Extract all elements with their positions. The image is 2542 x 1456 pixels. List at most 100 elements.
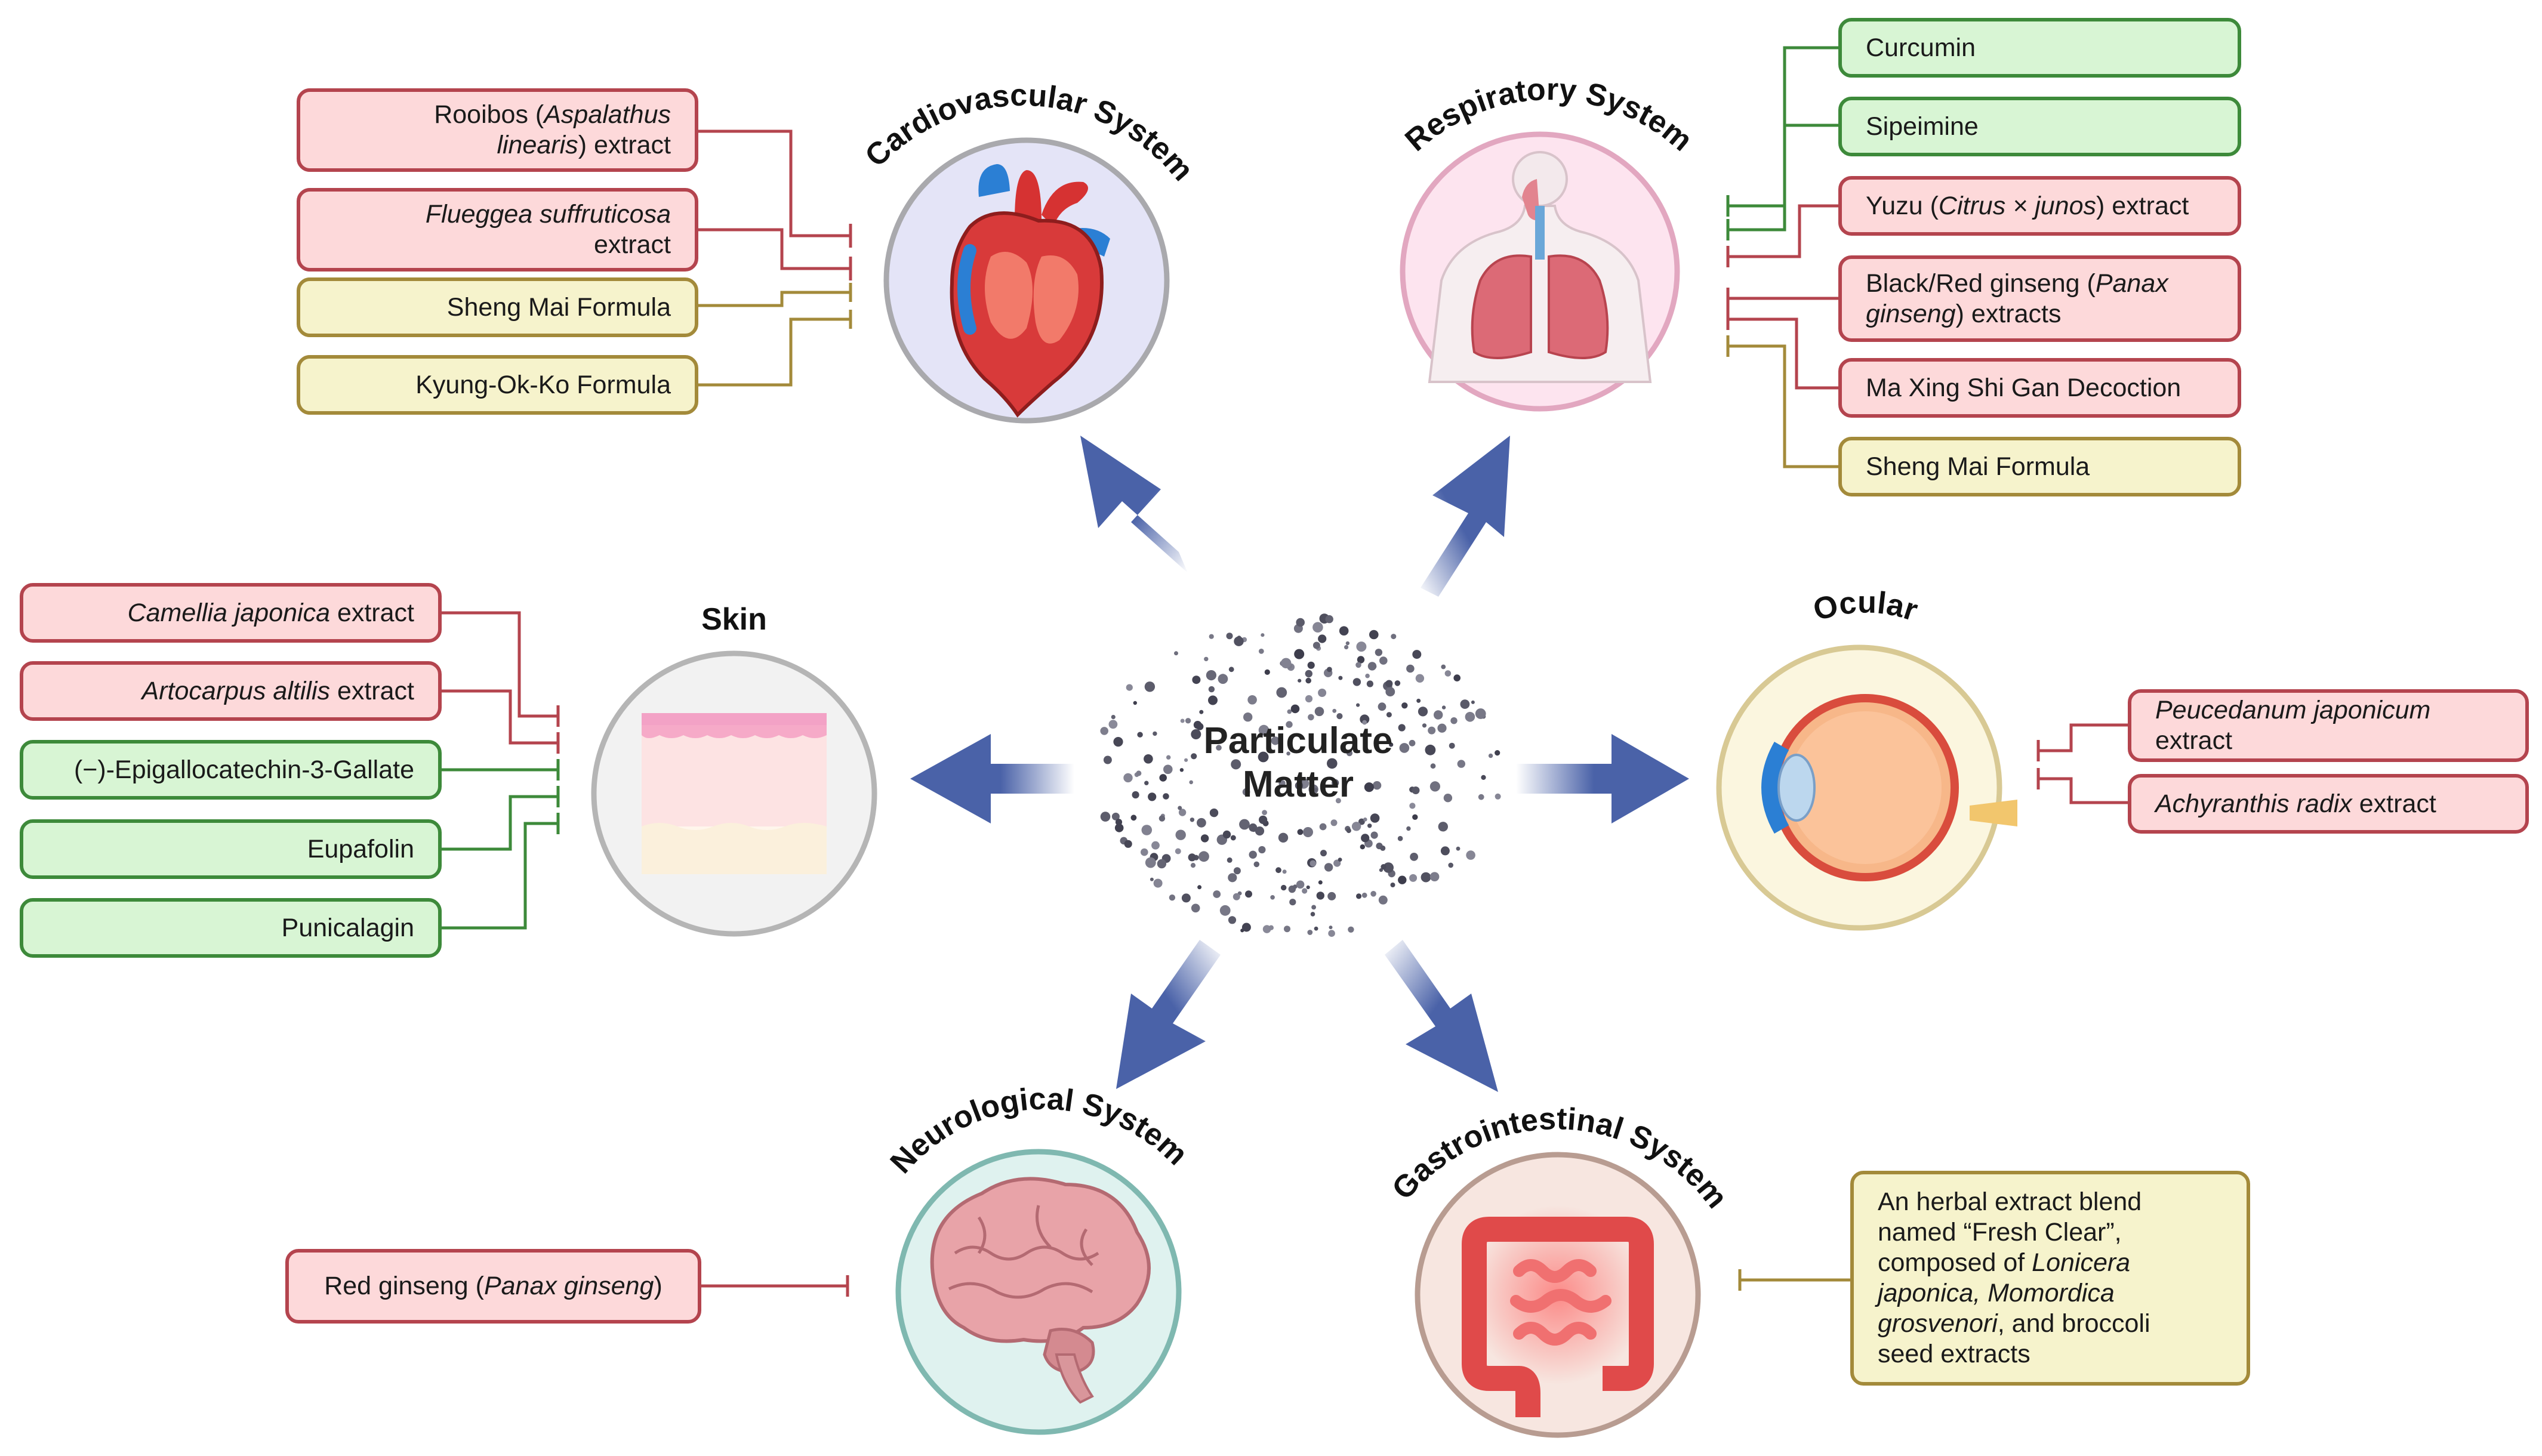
particle-dot xyxy=(1108,720,1118,729)
particle-dot xyxy=(1345,641,1350,646)
particle-dot xyxy=(1318,689,1327,697)
particle-dot xyxy=(1305,677,1311,684)
particle-dot xyxy=(1295,781,1304,790)
particle-dot xyxy=(1153,731,1157,736)
ocular-connectors xyxy=(2036,723,2128,804)
particle-dot xyxy=(1181,893,1191,903)
ocular-label: Ocular xyxy=(1810,585,1922,628)
particle-dot xyxy=(1363,818,1367,822)
particle-dot xyxy=(1330,819,1338,826)
particle-dot xyxy=(1230,835,1236,841)
particle-dot xyxy=(1422,723,1427,728)
particle-dot xyxy=(1478,794,1484,800)
particle-dot xyxy=(1198,851,1209,862)
particle-dot xyxy=(1367,662,1377,671)
particle-dot xyxy=(1351,822,1361,831)
particle-dot xyxy=(1421,872,1431,883)
particle-dot xyxy=(1275,867,1281,874)
brain-icon xyxy=(930,1177,1151,1404)
particle-dot xyxy=(1495,750,1500,756)
particle-dot xyxy=(1258,846,1266,854)
resp-item-ma-xing: Ma Xing Shi Gan Decoction xyxy=(1838,358,2241,418)
particle-dot xyxy=(1412,786,1420,794)
particle-dot xyxy=(1429,872,1440,881)
neuro-item-red-ginseng: Red ginseng (Panax ginseng) xyxy=(285,1249,701,1324)
particle-dot xyxy=(1297,829,1304,835)
particle-dot xyxy=(1406,826,1411,831)
particle-dot xyxy=(1385,687,1395,697)
particle-dot xyxy=(1192,675,1201,684)
particle-dot xyxy=(1191,753,1197,760)
particle-dot xyxy=(1409,874,1418,882)
particle-dot xyxy=(1434,710,1443,720)
particle-dot xyxy=(1137,732,1143,738)
gi-item-fresh-clear: An herbal extract blend named “Fresh Cle… xyxy=(1850,1171,2250,1386)
particle-cloud xyxy=(1100,613,1501,937)
particle-dot xyxy=(1329,926,1333,930)
particle-dot xyxy=(1111,812,1120,820)
particle-dot xyxy=(1268,925,1274,930)
heart-icon xyxy=(950,164,1110,418)
particle-dot xyxy=(1385,680,1393,687)
particle-dot xyxy=(1298,678,1302,683)
particle-dot xyxy=(1335,798,1341,804)
particle-dot xyxy=(1296,618,1305,627)
skin-item-artocarpus: Artocarpus altilis extract xyxy=(20,661,442,721)
particle-dot xyxy=(1312,641,1320,649)
particle-dot xyxy=(1157,859,1167,869)
particle-dot xyxy=(1281,658,1292,669)
particle-dot xyxy=(1228,916,1237,924)
particle-dot xyxy=(1441,705,1446,710)
particle-dot xyxy=(1303,827,1313,837)
particle-dot xyxy=(1378,895,1388,905)
particle-dot xyxy=(1429,781,1440,792)
cardio-item-kyung-ok-ko: Kyung-Ok-Ko Formula xyxy=(297,355,698,415)
particle-dot xyxy=(1460,699,1470,709)
particle-dot xyxy=(1430,763,1436,769)
particle-dot xyxy=(1249,850,1257,859)
particle-dot xyxy=(1281,884,1287,891)
particle-dot xyxy=(1339,626,1349,636)
particle-dot xyxy=(1216,745,1222,751)
particle-dot xyxy=(1188,853,1196,862)
arrow-to-respiratory xyxy=(1421,436,1510,597)
particle-dot xyxy=(1360,844,1365,850)
particle-dot xyxy=(1126,684,1133,691)
particle-dot xyxy=(1233,893,1240,900)
particle-dot xyxy=(1444,670,1452,677)
particle-dot xyxy=(1380,845,1386,851)
particle-dot xyxy=(1361,834,1370,843)
particle-dot xyxy=(1302,888,1308,894)
particle-dot xyxy=(1475,708,1486,719)
particle-dot xyxy=(1141,848,1148,856)
particle-dot xyxy=(1308,784,1318,794)
particle-dot xyxy=(1381,864,1386,870)
particle-dot xyxy=(1370,813,1380,823)
arrow-to-ocular xyxy=(1516,734,1689,823)
particle-dot xyxy=(1199,710,1204,714)
particle-dot xyxy=(1367,823,1372,828)
resp-item-sheng-mai: Sheng Mai Formula xyxy=(1838,437,2241,496)
particle-dot xyxy=(1399,743,1410,753)
particle-dot xyxy=(1141,825,1153,835)
particle-dot xyxy=(1158,815,1166,822)
particle-dot xyxy=(1251,827,1256,832)
particle-dot xyxy=(1227,857,1233,863)
particle-dot xyxy=(1226,633,1233,640)
particle-dot xyxy=(1284,926,1290,933)
particle-dot xyxy=(1369,630,1379,640)
particle-dot xyxy=(1412,814,1418,820)
respiratory-connectors xyxy=(1726,46,1838,468)
particle-dot xyxy=(1410,853,1419,861)
particle-dot xyxy=(1409,803,1416,809)
cardio-connectors xyxy=(698,129,852,387)
particle-dot xyxy=(1242,788,1250,796)
particle-dot xyxy=(1264,669,1270,675)
particle-dot xyxy=(1311,905,1317,910)
particle-dot xyxy=(1450,717,1458,724)
arrow-to-cardiovascular xyxy=(1080,436,1188,573)
particle-dot xyxy=(1278,780,1286,787)
particle-dot xyxy=(1327,892,1336,900)
